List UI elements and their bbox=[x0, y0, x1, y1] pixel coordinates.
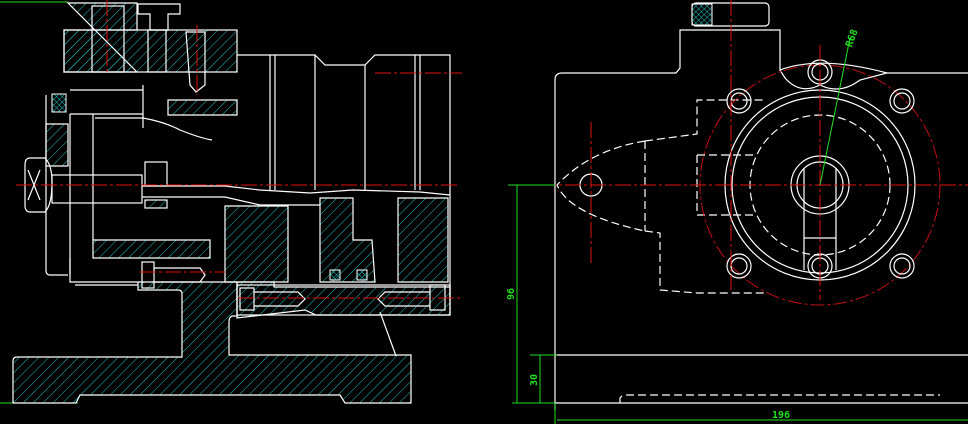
cap-screw bbox=[141, 261, 206, 289]
flange-top bbox=[779, 62, 890, 90]
width-dimension-label: 196 bbox=[772, 410, 790, 421]
cap-screw bbox=[239, 287, 306, 311]
shaft-outline bbox=[142, 185, 451, 206]
body-section bbox=[397, 197, 449, 283]
body-section bbox=[224, 205, 289, 283]
base-plate bbox=[12, 281, 412, 404]
bolt-hole bbox=[91, 5, 125, 73]
top-clamp-block bbox=[63, 29, 238, 73]
body-outline bbox=[554, 29, 968, 410]
washer bbox=[144, 199, 168, 209]
end-view: R68 96 30 196 bbox=[506, 0, 968, 424]
seal bbox=[329, 269, 341, 281]
nut bbox=[144, 161, 168, 187]
knurl bbox=[691, 3, 713, 26]
handle-bracket bbox=[45, 123, 69, 167]
lever-section bbox=[167, 99, 238, 116]
height-dimension-label: 96 bbox=[506, 288, 517, 300]
frame-outline bbox=[45, 95, 138, 286]
section-view bbox=[0, 0, 462, 404]
body-section bbox=[319, 197, 376, 283]
hidden-line bbox=[619, 394, 940, 403]
knurl bbox=[51, 93, 67, 113]
lever-arm bbox=[556, 140, 646, 232]
clamp-plate-outline bbox=[236, 284, 451, 316]
screw-head bbox=[137, 3, 181, 31]
spindle bbox=[51, 174, 143, 204]
cylinder-outline bbox=[237, 54, 451, 300]
leader-line bbox=[379, 311, 397, 357]
slide-plate bbox=[92, 239, 211, 259]
hidden-outline bbox=[644, 99, 765, 294]
lower-clamp-block bbox=[236, 281, 451, 319]
base-height-label: 30 bbox=[529, 374, 540, 386]
handwheel bbox=[24, 157, 53, 213]
pin bbox=[185, 31, 206, 93]
radius-dimension-line bbox=[819, 37, 851, 186]
lever-outline bbox=[69, 85, 213, 275]
seal bbox=[356, 269, 368, 281]
radius-label: R68 bbox=[844, 28, 861, 49]
